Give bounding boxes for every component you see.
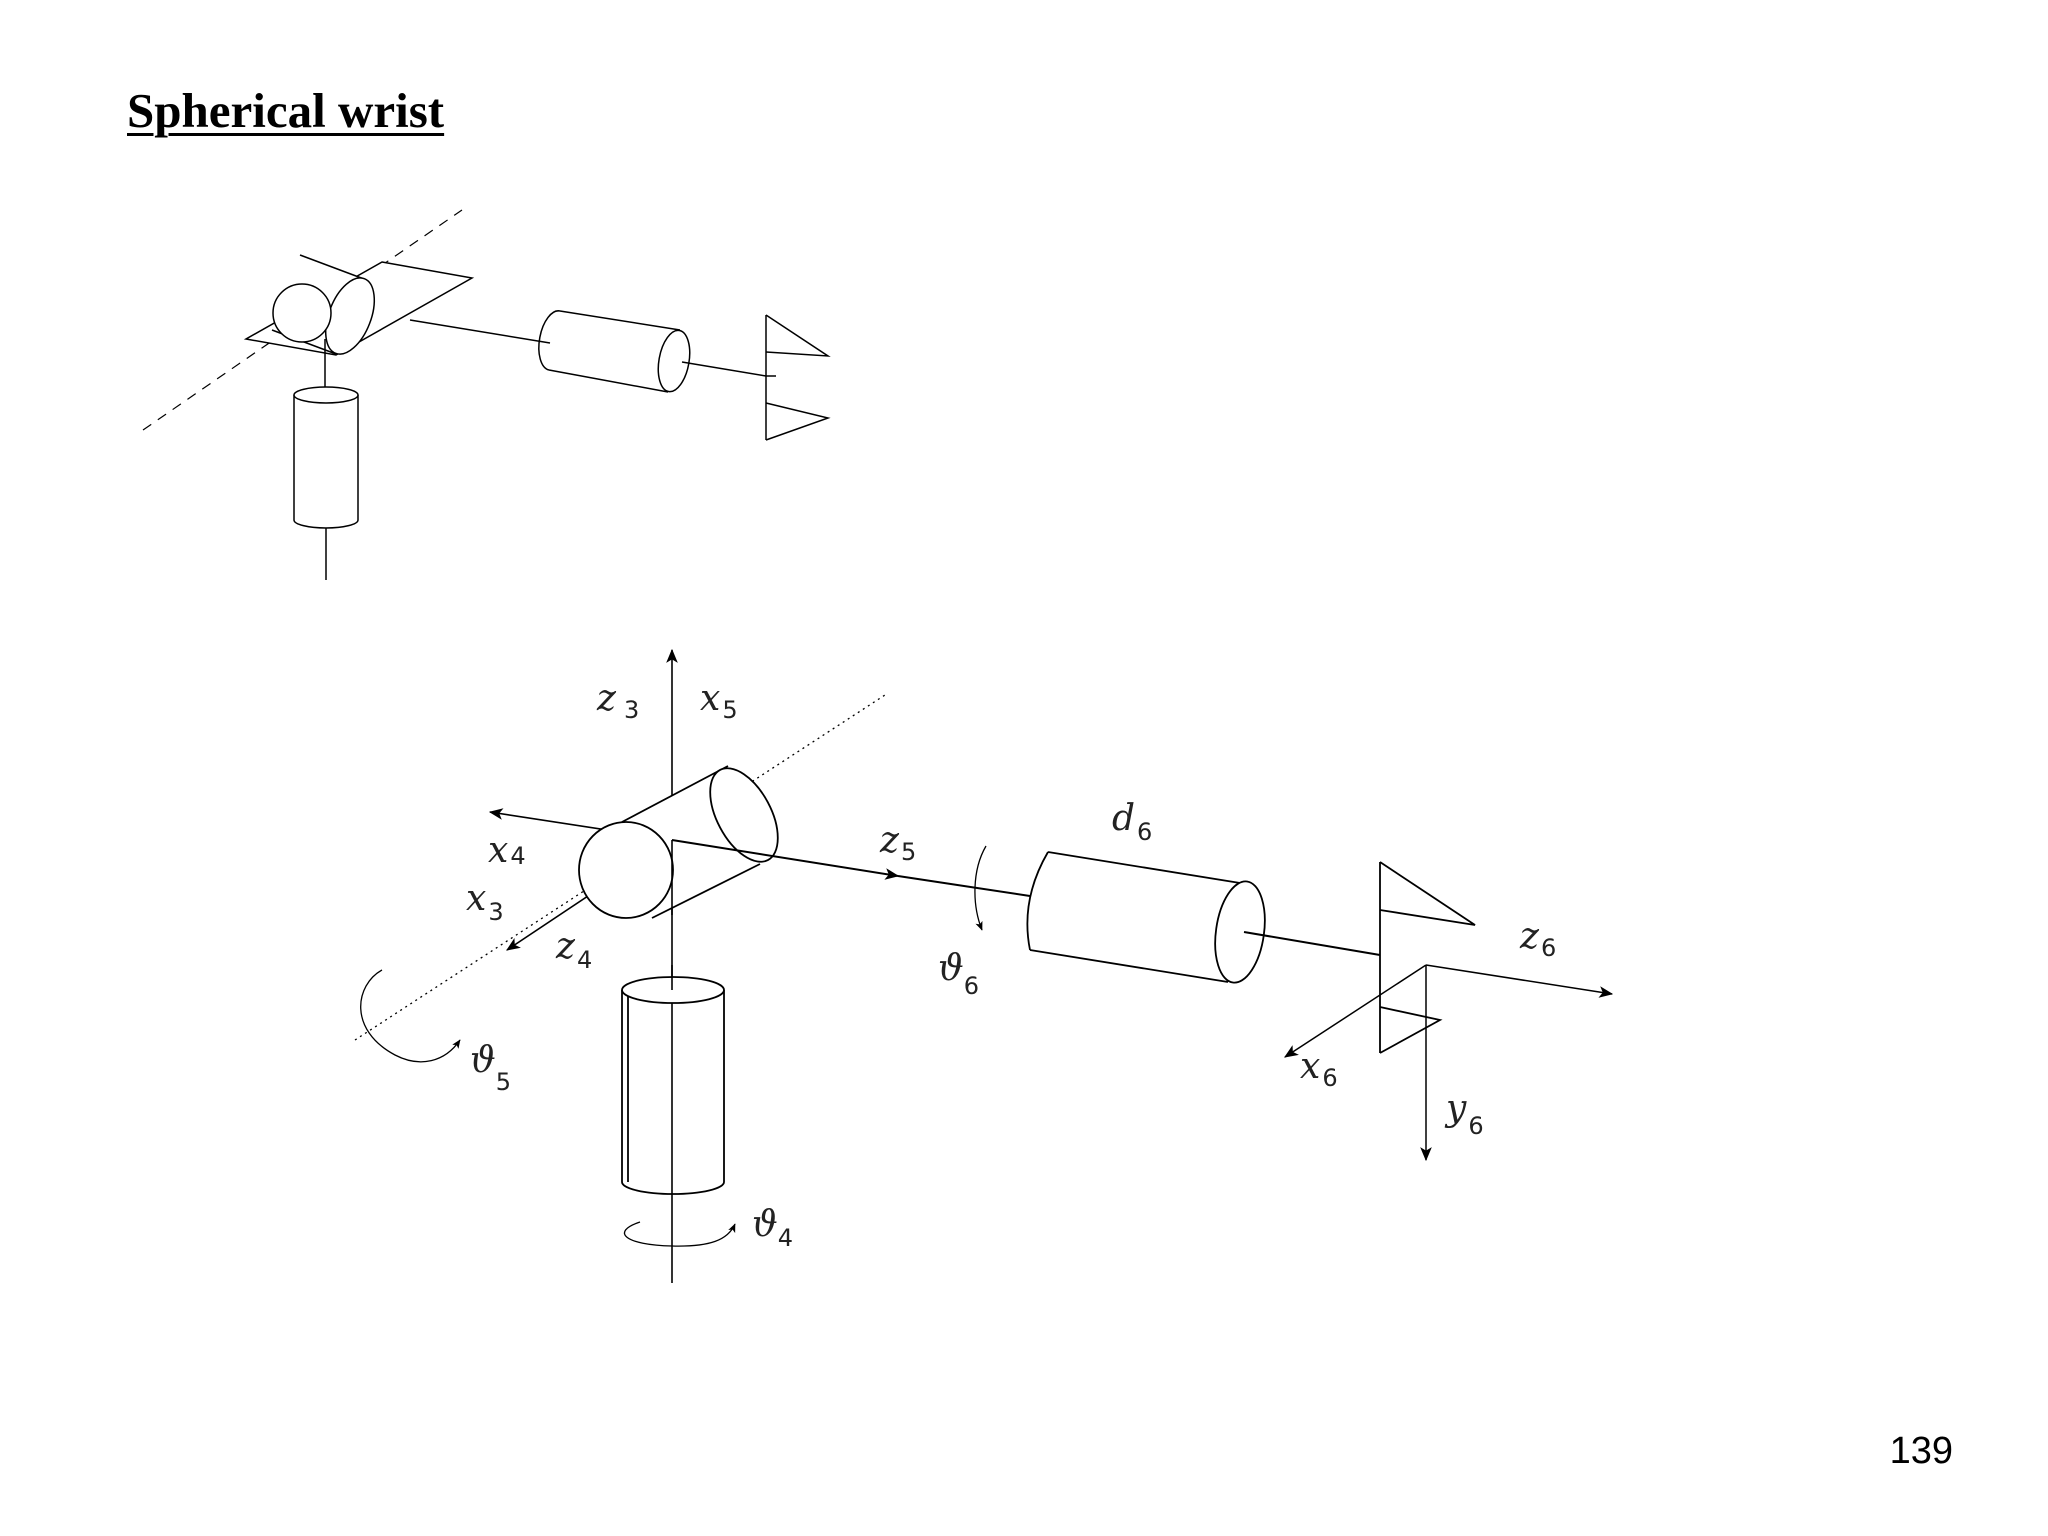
gripper-top bbox=[765, 314, 831, 441]
page-number: 139 bbox=[1889, 1430, 1953, 1472]
theta6-rotation-arrow bbox=[974, 845, 987, 931]
theta5-rotation-arrow bbox=[360, 969, 461, 1063]
top-wrist-sketch bbox=[142, 209, 831, 580]
wrist-cylinder-vertical bbox=[293, 386, 359, 529]
wrist-cylinder-vertical-detailed bbox=[621, 976, 725, 1195]
slide-title: Spherical wrist bbox=[127, 83, 445, 138]
z5-axis bbox=[671, 839, 900, 880]
label-theta4: ϑ4 bbox=[752, 1204, 793, 1252]
label-x4: x4 bbox=[488, 830, 526, 871]
label-d6: d6 bbox=[1112, 798, 1152, 846]
theta4-rotation-arrow bbox=[624, 1221, 736, 1247]
forward-cylinder-detailed bbox=[1026, 851, 1266, 984]
x6-axis bbox=[1284, 964, 1427, 1058]
label-theta6: ϑ6 bbox=[938, 948, 979, 1000]
bottom-wrist-diagram bbox=[354, 648, 1614, 1283]
wrist-cylinder-horizontal-detailed bbox=[578, 765, 779, 919]
label-z4: z4 bbox=[555, 926, 592, 974]
label-z5: z5 bbox=[879, 820, 916, 866]
wrist-cylinder-horizontal bbox=[271, 254, 376, 355]
label-z6: z6 bbox=[1519, 916, 1556, 962]
label-y6: y6 bbox=[1444, 1088, 1484, 1140]
label-theta5: ϑ5 bbox=[470, 1040, 511, 1096]
gripper-detailed bbox=[1379, 861, 1476, 1054]
forward-cylinder bbox=[538, 310, 691, 393]
label-x3: x3 bbox=[466, 878, 504, 926]
label-x6: x6 bbox=[1300, 1046, 1338, 1092]
z6-axis bbox=[1425, 964, 1614, 998]
label-x5: x5 bbox=[700, 678, 738, 724]
